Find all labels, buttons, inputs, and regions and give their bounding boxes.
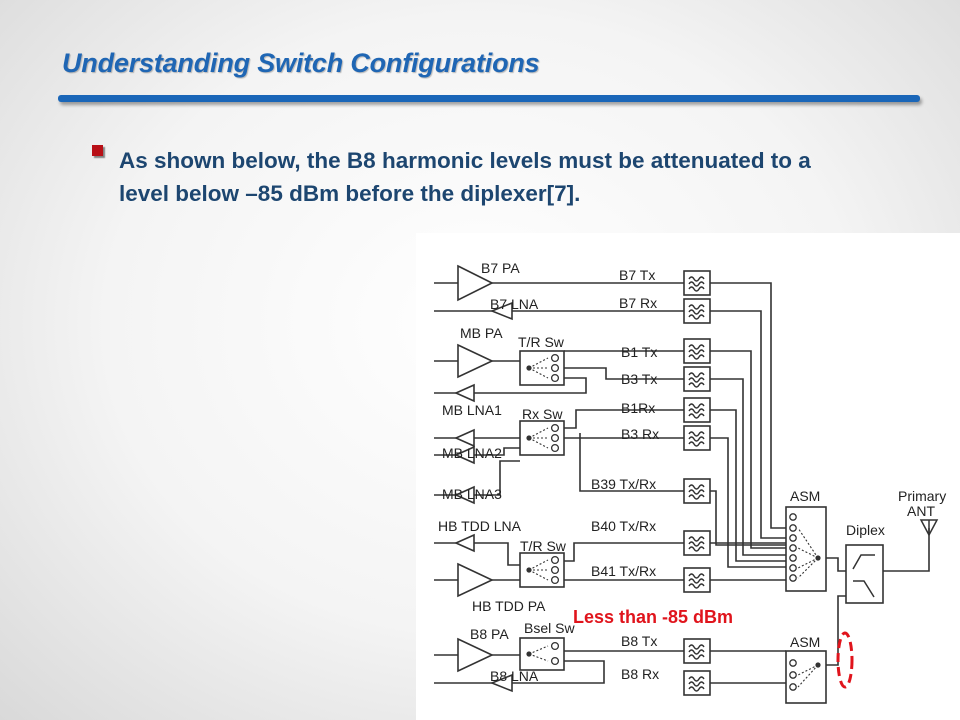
label-b7-tx: B7 Tx (619, 267, 655, 283)
label-b40: B40 Tx/Rx (591, 518, 656, 534)
label-b3-tx: B3 Tx (621, 371, 657, 387)
label-b39: B39 Tx/Rx (591, 476, 656, 492)
label-tr-sw-2: T/R Sw (520, 538, 567, 554)
label-b8-rx: B8 Rx (621, 666, 659, 682)
label-b7-lna: B7 LNA (490, 296, 539, 312)
label-mb-lna1: MB LNA1 (442, 402, 502, 418)
label-b3-rx: B3 Rx (621, 426, 659, 442)
label-b7-pa: B7 PA (481, 260, 520, 276)
label-bsel-sw: Bsel Sw (524, 620, 575, 636)
label-mb-lna2: MB LNA2 (442, 445, 502, 461)
label-b8-lna: B8 LNA (490, 668, 539, 684)
label-mb-lna3: MB LNA3 (442, 486, 502, 502)
bullet-marker (92, 145, 103, 156)
label-b1-rx: B1Rx (621, 400, 655, 416)
label-b1-tx: B1 Tx (621, 344, 657, 360)
label-asm-top: ASM (790, 488, 820, 504)
label-b8-pa: B8 PA (470, 626, 509, 642)
label-asm-bottom: ASM (790, 634, 820, 650)
label-primary: Primary (898, 488, 946, 504)
bullet-text: As shown below, the B8 harmonic levels m… (119, 148, 811, 206)
annotation-less-than-85dbm: Less than -85 dBm (573, 607, 733, 627)
label-hb-tdd-pa: HB TDD PA (472, 598, 546, 614)
title-rule (58, 95, 920, 102)
label-tr-sw-1: T/R Sw (518, 334, 565, 350)
label-hb-tdd-lna: HB TDD LNA (438, 518, 522, 534)
label-b41: B41 Tx/Rx (591, 563, 656, 579)
rf-frontend-diagram: B7 PA B7 LNA MB PA T/R Sw MB LNA1 Rx Sw … (416, 233, 960, 720)
label-rx-sw: Rx Sw (522, 406, 563, 422)
slide-title: Understanding Switch Configurations (62, 48, 540, 78)
label-b7-rx: B7 Rx (619, 295, 657, 311)
label-b8-tx: B8 Tx (621, 633, 657, 649)
label-diplex: Diplex (846, 522, 885, 538)
label-mb-pa: MB PA (460, 325, 503, 341)
label-ant: ANT (907, 503, 935, 519)
